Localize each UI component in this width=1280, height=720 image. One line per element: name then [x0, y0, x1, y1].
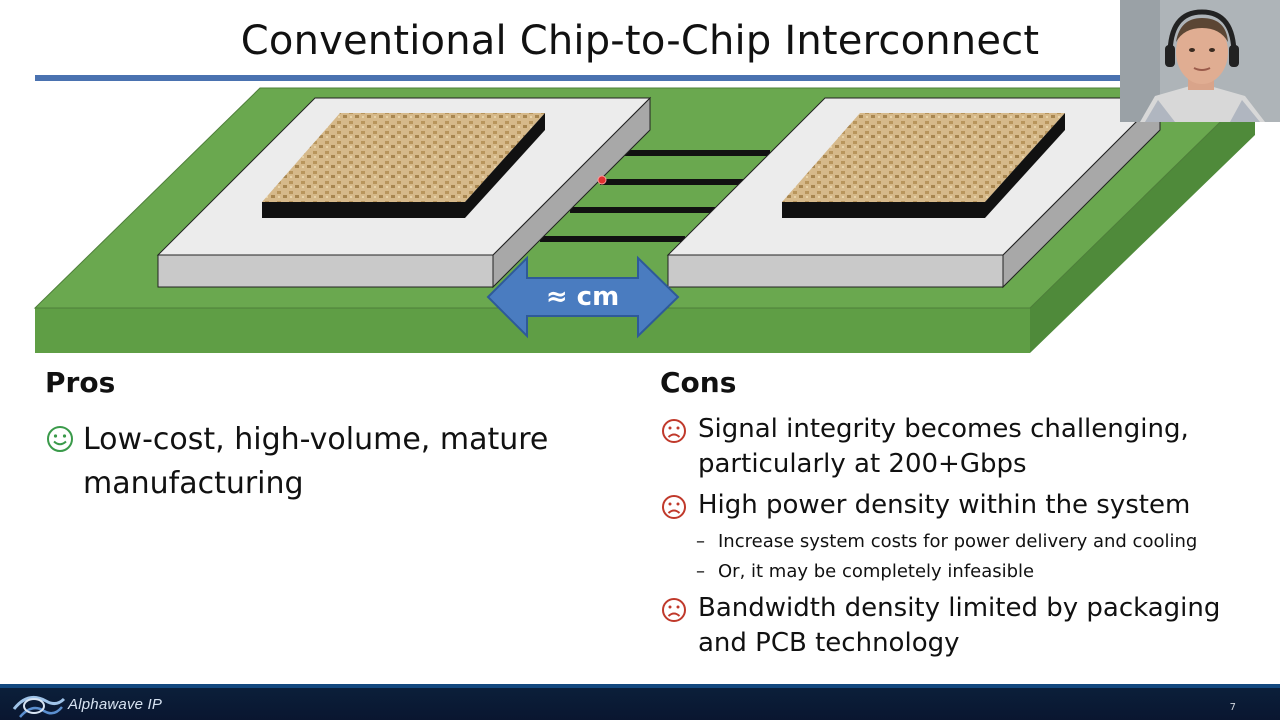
footer-bar: Alphawave IP 7 [0, 684, 1280, 720]
page-number: 7 [1230, 702, 1236, 713]
pros-item-text: Low-cost, high-volume, mature manufactur… [83, 418, 605, 506]
cons-item-text: Bandwidth density limited by packaging a… [698, 591, 1260, 661]
cons-heading: Cons [660, 366, 736, 399]
brand-name: Alphawave IP [68, 696, 162, 713]
cons-sub-item-text: Or, it may be completely infeasible [718, 557, 1034, 587]
cons-sub-item: – Increase system costs for power delive… [696, 527, 1260, 557]
pros-heading: Pros [45, 366, 115, 399]
cons-sub-item-text: Increase system costs for power delivery… [718, 527, 1197, 557]
chip-interconnect-diagram: ≈ cm [0, 80, 1280, 365]
cons-item: Bandwidth density limited by packaging a… [660, 591, 1260, 661]
cons-item-text: High power density within the system [698, 488, 1190, 523]
distance-label: ≈ cm [527, 278, 638, 316]
cons-list: Signal integrity becomes challenging, pa… [660, 412, 1260, 667]
frown-icon [660, 596, 688, 624]
frown-icon [660, 417, 688, 445]
smile-icon [45, 424, 75, 454]
cons-item: Signal integrity becomes challenging, pa… [660, 412, 1260, 482]
webcam-overlay [1120, 0, 1280, 122]
alphawave-logo-icon [10, 689, 66, 720]
cons-item: High power density within the system [660, 488, 1260, 523]
dash-bullet: – [696, 557, 718, 587]
slide-title: Conventional Chip-to-Chip Interconnect [0, 18, 1280, 64]
cons-sub-item: – Or, it may be completely infeasible [696, 557, 1260, 587]
frown-icon [660, 493, 688, 521]
cons-item-text: Signal integrity becomes challenging, pa… [698, 412, 1260, 482]
cons-sub-list: – Increase system costs for power delive… [660, 527, 1260, 587]
laser-pointer-dot [598, 176, 606, 184]
dash-bullet: – [696, 527, 718, 557]
pros-item: Low-cost, high-volume, mature manufactur… [45, 418, 605, 506]
